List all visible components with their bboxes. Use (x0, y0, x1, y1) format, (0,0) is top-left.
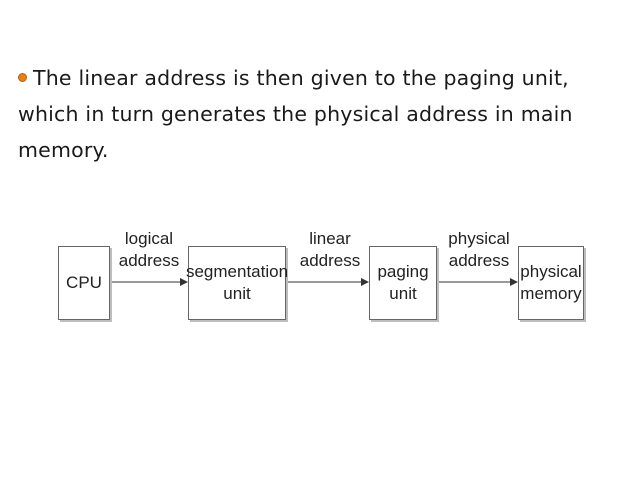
edge-label-logical-address-line2: address (118, 251, 180, 270)
edge-label-logical-address-line1: logical (124, 229, 174, 248)
edge-label-logical-address: logical address (118, 228, 180, 272)
edge-label-linear-address-line2: address (299, 251, 361, 270)
paging-unit-box: paging unit (369, 246, 437, 320)
edge-label-physical-address-line1: physical (448, 229, 510, 248)
segmentation-unit-label-line2: unit (223, 284, 251, 303)
paging-unit-label-line2: unit (389, 284, 417, 303)
edge-label-linear-address-line1: linear (309, 229, 351, 248)
edge-label-linear-address: linear address (298, 228, 362, 272)
physical-memory-label-line2: memory (520, 284, 582, 303)
segmentation-unit-box: segmentation unit (185, 246, 289, 320)
edge-label-physical-address: physical address (446, 228, 512, 272)
bullet-text-line-1: The linear address is then given to the … (33, 66, 569, 90)
paging-unit-label-line1: paging (377, 262, 429, 281)
cpu-label: CPU (66, 273, 102, 292)
edge-label-physical-address-line2: address (448, 251, 510, 270)
bullet-text-line-3: memory. (18, 138, 109, 162)
bullet-paragraph: The linear address is then given to the … (18, 60, 634, 168)
bullet-dot-icon (18, 73, 27, 82)
bullet-text-line-2: which in turn generates the physical add… (18, 102, 573, 126)
bullet-line-1: The linear address is then given to the … (18, 60, 634, 96)
physical-memory-label-line1: physical (520, 262, 582, 281)
cpu-box: CPU (58, 246, 110, 320)
segmentation-unit-label-line1: segmentation (185, 262, 289, 281)
physical-memory-box: physical memory (518, 246, 584, 320)
